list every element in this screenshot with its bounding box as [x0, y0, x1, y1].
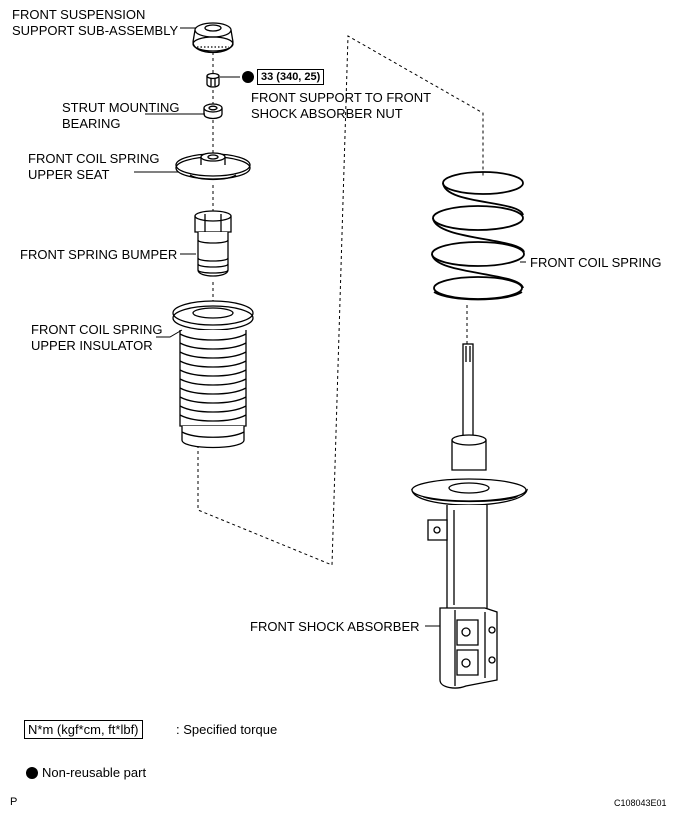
legend-torque-unit-box: N*m (kgf*cm, ft*lbf): [24, 720, 143, 739]
footer-illustration-code: C108043E01: [614, 798, 667, 808]
legend-non-reusable-text: Non-reusable part: [42, 765, 147, 780]
label-nut-line1: FRONT SUPPORT TO FRONT: [251, 90, 432, 105]
front-coil-spring-upper-seat: [175, 152, 251, 181]
label-bearing-line1: STRUT MOUNTING: [62, 100, 180, 115]
label-upper-seat-line1: FRONT COIL SPRING: [28, 151, 160, 166]
footer-left-mark: P: [10, 796, 18, 808]
label-upper-seat-line2: UPPER SEAT: [28, 167, 110, 182]
support-nut: [206, 72, 220, 88]
label-coil-spring: FRONT COIL SPRING: [530, 255, 662, 270]
label-shock-absorber: FRONT SHOCK ABSORBER: [250, 619, 420, 634]
front-coil-spring: [431, 171, 525, 301]
non-reusable-mark-icon: [242, 71, 254, 83]
front-coil-spring-upper-insulator: [172, 300, 254, 449]
label-insulator-line2: UPPER INSULATOR: [31, 338, 153, 353]
front-shock-absorber: [411, 343, 529, 689]
label-bumper: FRONT SPRING BUMPER: [20, 247, 178, 262]
label-insulator-line1: FRONT COIL SPRING: [31, 322, 163, 337]
label-nut-line2: SHOCK ABSORBER NUT: [251, 106, 403, 121]
legend-non-reusable-dot-icon: [26, 767, 38, 779]
leader-lines: [134, 27, 526, 627]
legend-torque-desc: : Specified torque: [176, 722, 278, 737]
label-bearing-line2: BEARING: [62, 116, 121, 131]
front-suspension-support: [192, 22, 234, 54]
label-support-line1: FRONT SUSPENSION: [12, 7, 146, 22]
torque-spec-box: 33 (340, 25): [257, 69, 325, 85]
label-support-line2: SUPPORT SUB-ASSEMBLY: [12, 23, 179, 38]
front-spring-bumper: [194, 210, 232, 277]
strut-mounting-bearing: [203, 103, 223, 120]
